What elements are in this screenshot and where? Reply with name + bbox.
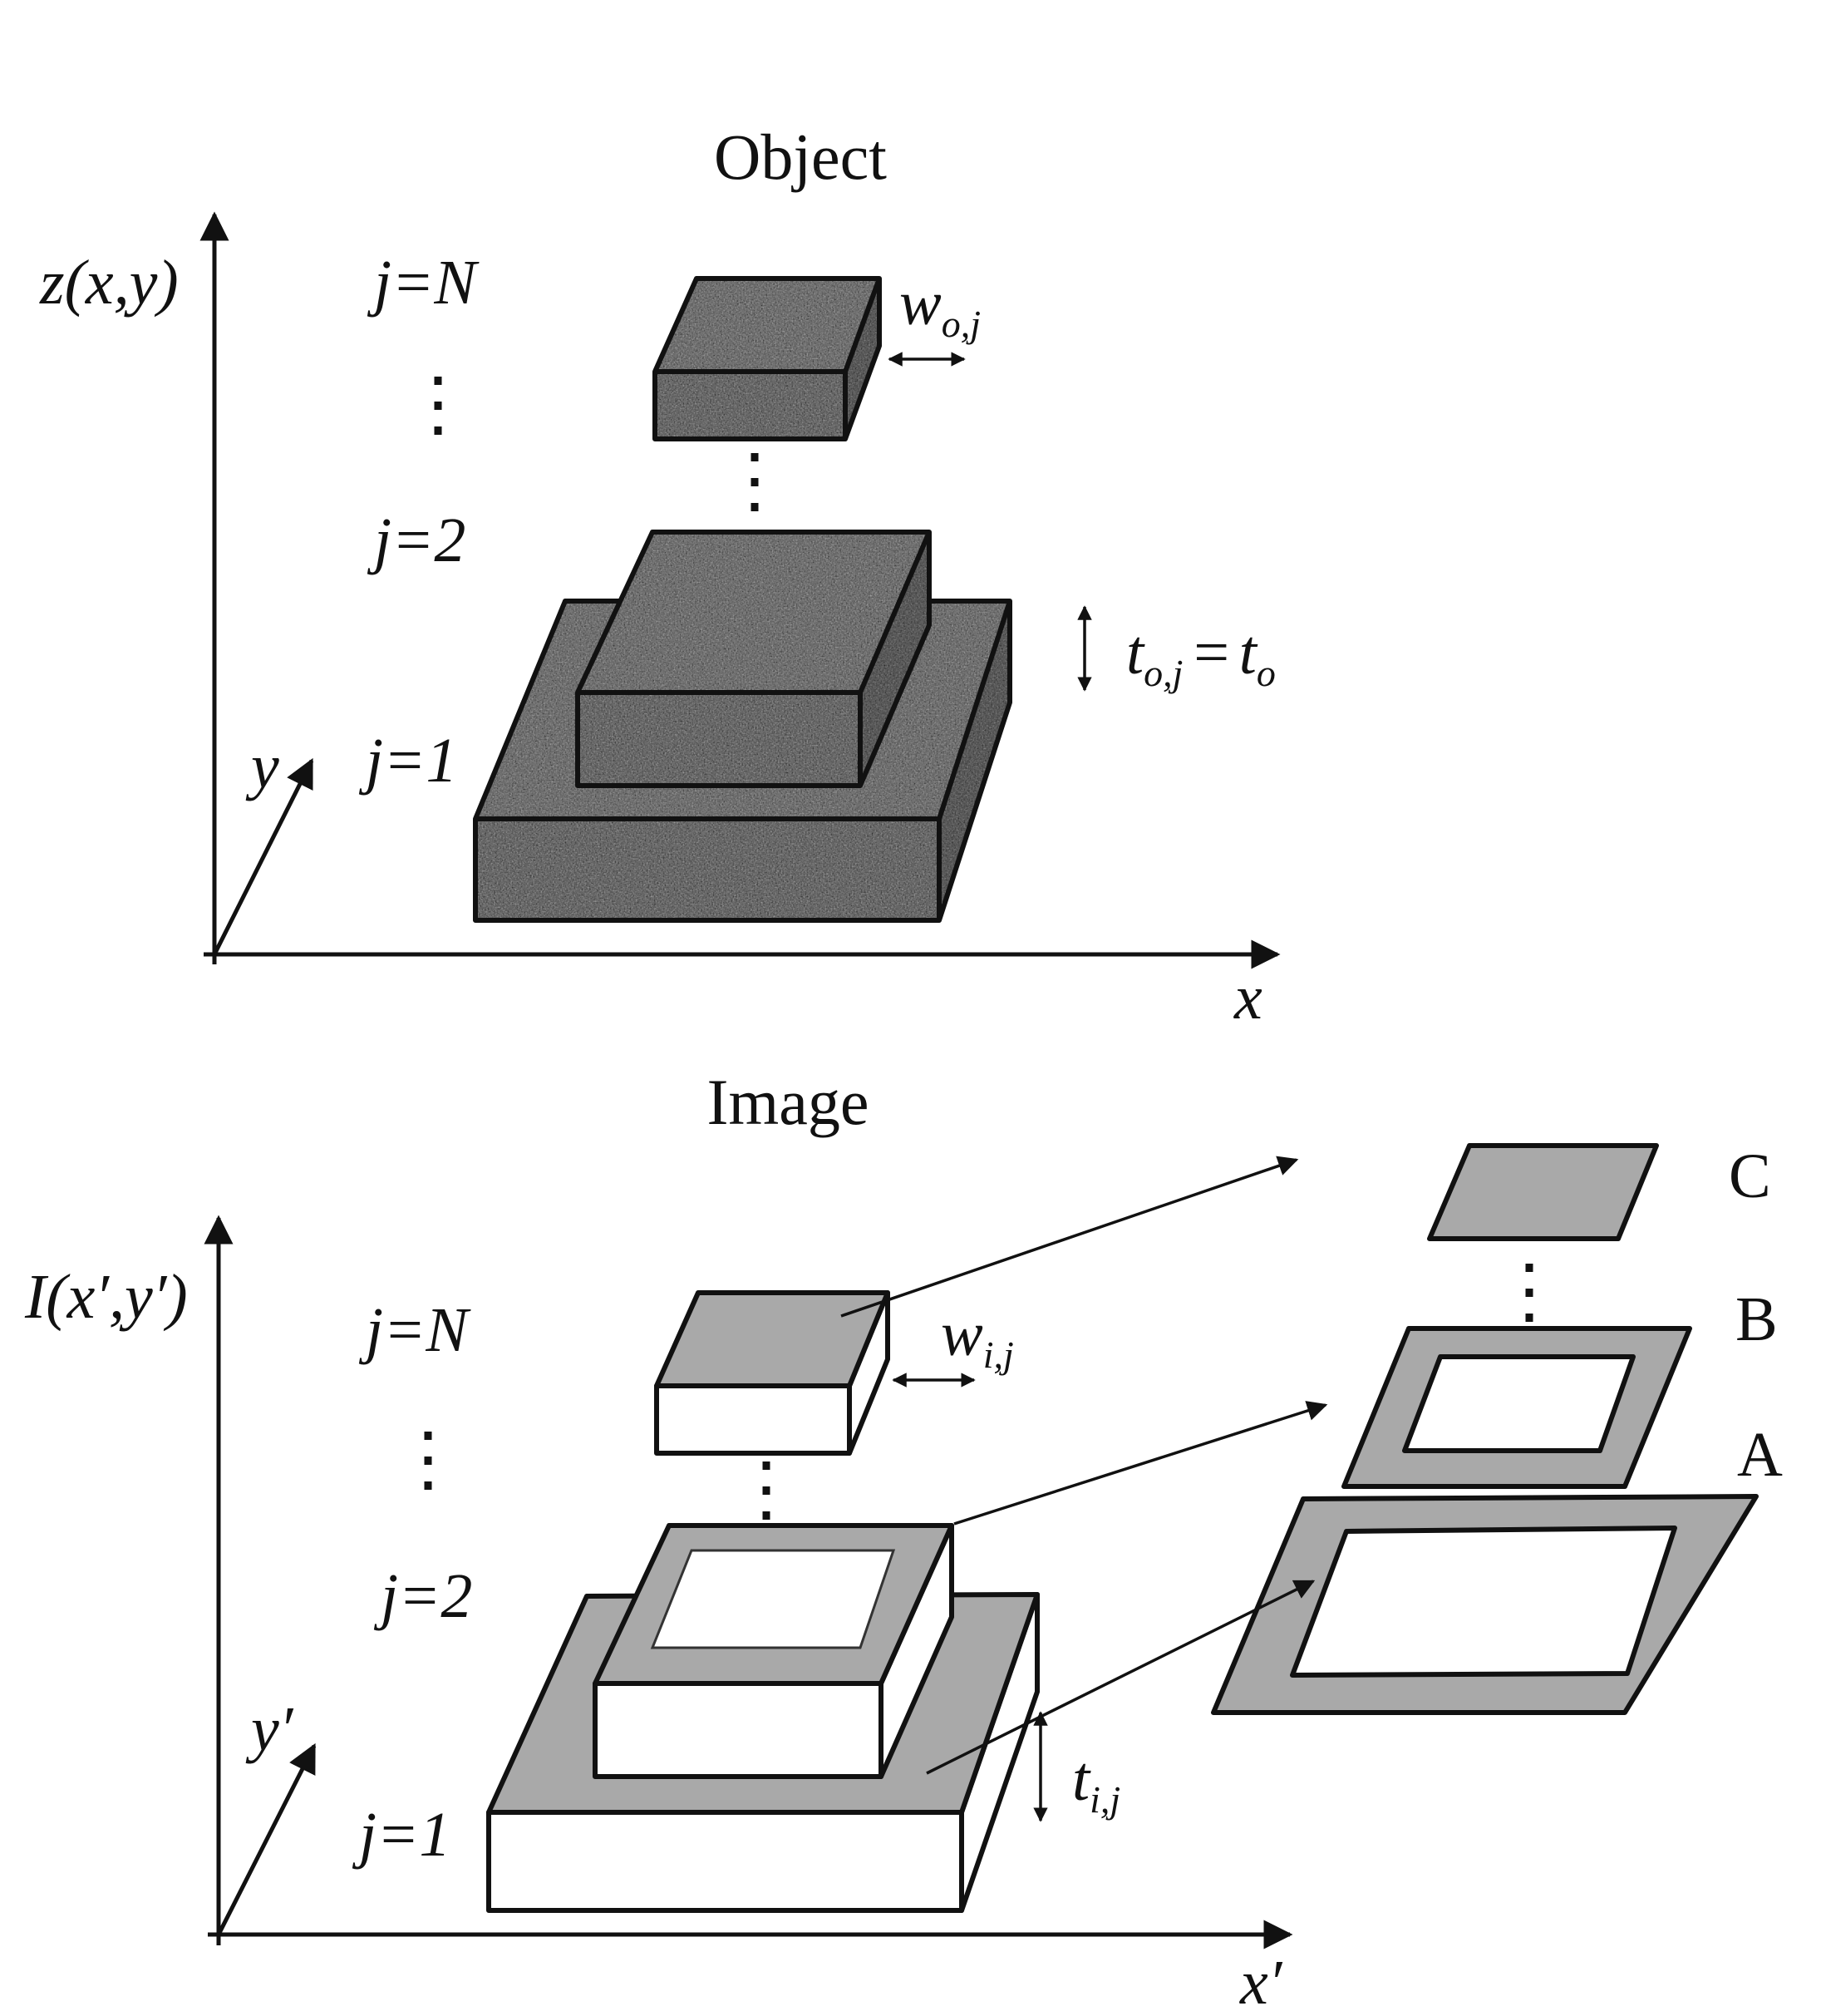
object-layer-n-label: j=N bbox=[367, 248, 480, 318]
arrow-top-to-c bbox=[840, 1156, 1299, 1318]
image-layer-n-label: j=N bbox=[358, 1295, 471, 1365]
object-axes bbox=[199, 211, 1281, 969]
image-block-layer-2 bbox=[593, 1523, 954, 1779]
image-y-axis-label: y′ bbox=[245, 1694, 294, 1764]
region-a-label: A bbox=[1737, 1420, 1783, 1490]
image-thickness-label: ti,j bbox=[1072, 1744, 1120, 1821]
image-layer-1-label: j=1 bbox=[352, 1800, 450, 1870]
region-c: C bbox=[1427, 1141, 1771, 1241]
region-b: B bbox=[1341, 1284, 1778, 1489]
object-block-layer-2 bbox=[575, 530, 932, 788]
arrow-base-to-a bbox=[926, 1580, 1316, 1775]
object-y-axis bbox=[212, 757, 314, 956]
object-width-label: wo,j bbox=[899, 269, 981, 345]
object-layer-1-label: j=1 bbox=[358, 726, 457, 796]
image-intensity-axis-label: I(x′,y′) bbox=[24, 1262, 188, 1332]
object-z-axis-label: z(x,y) bbox=[39, 248, 179, 318]
image-x-axis-label: x′ bbox=[1239, 1948, 1283, 2016]
region-c-label: C bbox=[1729, 1141, 1771, 1211]
object-title: Object bbox=[714, 121, 887, 193]
object-y-axis-label: y bbox=[245, 732, 279, 801]
image-width-label: wi,j bbox=[941, 1299, 1014, 1376]
mapping-arrows bbox=[840, 1156, 1328, 1775]
arrow-frame-to-b bbox=[953, 1401, 1328, 1526]
image-layer-2-label: j=2 bbox=[373, 1561, 472, 1631]
image-axes bbox=[204, 1215, 1293, 1949]
region-a: A bbox=[1211, 1420, 1783, 1715]
region-b-label: B bbox=[1735, 1284, 1778, 1354]
object-block-layer-n bbox=[652, 276, 882, 441]
image-block-layer-n bbox=[654, 1290, 890, 1456]
object-thickness-label: to,j=to bbox=[1126, 618, 1276, 694]
image-title: Image bbox=[707, 1066, 869, 1138]
object-x-axis-label: x bbox=[1233, 963, 1262, 1033]
image-layer-2-window bbox=[650, 1549, 896, 1649]
object-layer-2-label: j=2 bbox=[367, 505, 465, 575]
image-y-axis bbox=[216, 1742, 317, 1936]
